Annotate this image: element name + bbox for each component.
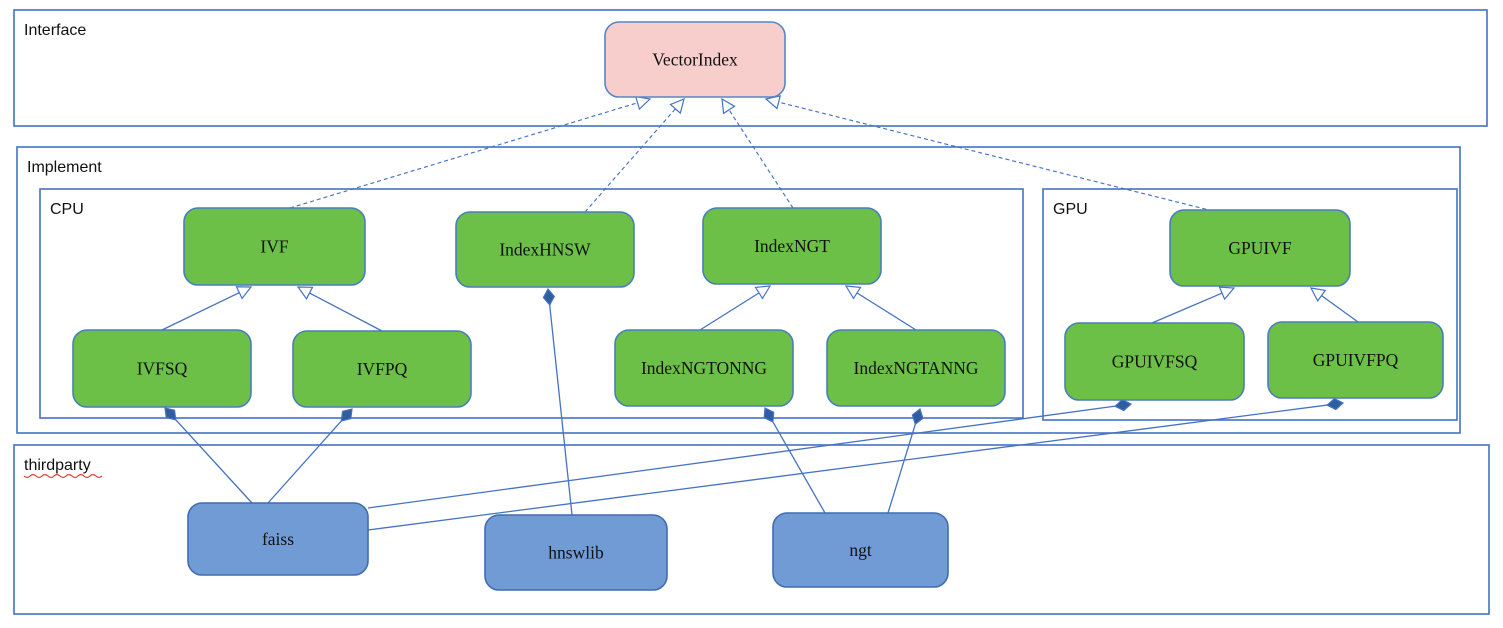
node-ivfsq[interactable]: [72, 329, 252, 408]
arrowhead-inheritance-icon: [296, 286, 314, 300]
container-label-implement: Implement: [27, 159, 102, 176]
edge-inheritance-indexngtonng-indexngt: [699, 291, 761, 331]
arrowhead-inheritance-icon: [1218, 286, 1236, 301]
edge-composition-hnswlib-indexhnsw: [548, 303, 573, 516]
arrowhead-inheritance-icon: [754, 285, 772, 300]
arrowhead-composition-icon: [763, 407, 775, 423]
node-hnswlib[interactable]: [484, 514, 668, 591]
arrowhead-inheritance-icon: [844, 285, 862, 300]
node-label-faiss: faiss: [262, 529, 294, 549]
edge-inheritance-gpuivfpq-gpuivf: [1320, 294, 1359, 323]
node-label-gpuivf: GPUIVF: [1228, 238, 1291, 258]
node-indexhnsw[interactable]: [455, 211, 635, 288]
node-indexngtanng[interactable]: [826, 329, 1006, 407]
node-indexngtonng[interactable]: [614, 329, 794, 407]
edge-composition-faiss-gpuivfsq: [367, 405, 1117, 509]
edge-inheritance-ivfsq-ivf: [161, 291, 241, 331]
arrowhead-realization-icon: [721, 97, 736, 115]
node-label-indexngtonng: IndexNGTONNG: [641, 358, 767, 378]
edge-realization-gpuivf-vectorindex: [777, 101, 1214, 212]
arrowhead-realization-icon: [669, 97, 685, 115]
node-indexngt[interactable]: [702, 207, 882, 285]
container-label-interface: Interface: [24, 22, 86, 39]
arrowhead-inheritance-icon: [1309, 287, 1327, 303]
edge-realization-indexngt-vectorindex: [728, 108, 794, 209]
container-label-cpu: CPU: [50, 201, 84, 218]
node-label-ivfpq: IVFPQ: [357, 359, 408, 379]
node-label-indexngt: IndexNGT: [754, 236, 830, 256]
node-gpuivfsq[interactable]: [1064, 322, 1245, 401]
node-vectorindex[interactable]: [604, 21, 786, 98]
arrowhead-composition-icon: [340, 408, 353, 422]
arrowhead-composition-icon: [911, 407, 924, 426]
node-label-vectorindex: VectorIndex: [652, 50, 738, 70]
node-label-ivfsq: IVFSQ: [137, 359, 188, 379]
node-gpuivf[interactable]: [1169, 209, 1351, 287]
spellcheck-squiggle: [23, 473, 103, 479]
node-faiss[interactable]: [187, 502, 369, 576]
node-ivf[interactable]: [183, 207, 366, 286]
node-ngt[interactable]: [772, 512, 949, 588]
edge-realization-indexhnsw-vectorindex: [584, 107, 677, 213]
node-label-ivf: IVF: [260, 237, 288, 257]
node-label-ngt: ngt: [849, 540, 872, 560]
arrowhead-composition-icon: [1114, 398, 1133, 412]
node-label-hnswlib: hnswlib: [548, 543, 604, 563]
edge-composition-faiss-gpuivfpq: [367, 404, 1329, 531]
node-gpuivfpq[interactable]: [1267, 321, 1444, 399]
container-label-gpu: GPU: [1053, 201, 1088, 218]
node-label-indexhnsw: IndexHNSW: [499, 240, 591, 260]
arrowhead-composition-icon: [1326, 397, 1345, 411]
node-label-gpuivfpq: GPUIVFPQ: [1313, 350, 1399, 370]
arrowhead-composition-icon: [164, 407, 177, 421]
edge-composition-faiss-ivfsq: [174, 418, 253, 504]
edge-composition-ngt-indexngtonng: [771, 420, 826, 514]
edges-layer: [161, 95, 1359, 531]
node-ivfpq[interactable]: [292, 330, 472, 408]
edge-realization-ivf-vectorindex: [289, 101, 639, 209]
edge-inheritance-ivfpq-ivf: [308, 291, 383, 332]
node-label-indexngtanng: IndexNGTANNG: [854, 358, 979, 378]
arrowhead-composition-icon: [542, 287, 556, 306]
edge-composition-faiss-ivfpq: [267, 419, 343, 504]
edge-inheritance-gpuivfsq-gpuivf: [1151, 292, 1224, 324]
edge-inheritance-indexngtanng-indexngt: [855, 291, 917, 331]
container-label-thirdparty: thirdparty: [24, 457, 91, 474]
arrowhead-inheritance-icon: [235, 286, 253, 300]
edge-composition-ngt-indexngtanng: [887, 423, 917, 514]
node-label-gpuivfsq: GPUIVFSQ: [1112, 352, 1198, 372]
